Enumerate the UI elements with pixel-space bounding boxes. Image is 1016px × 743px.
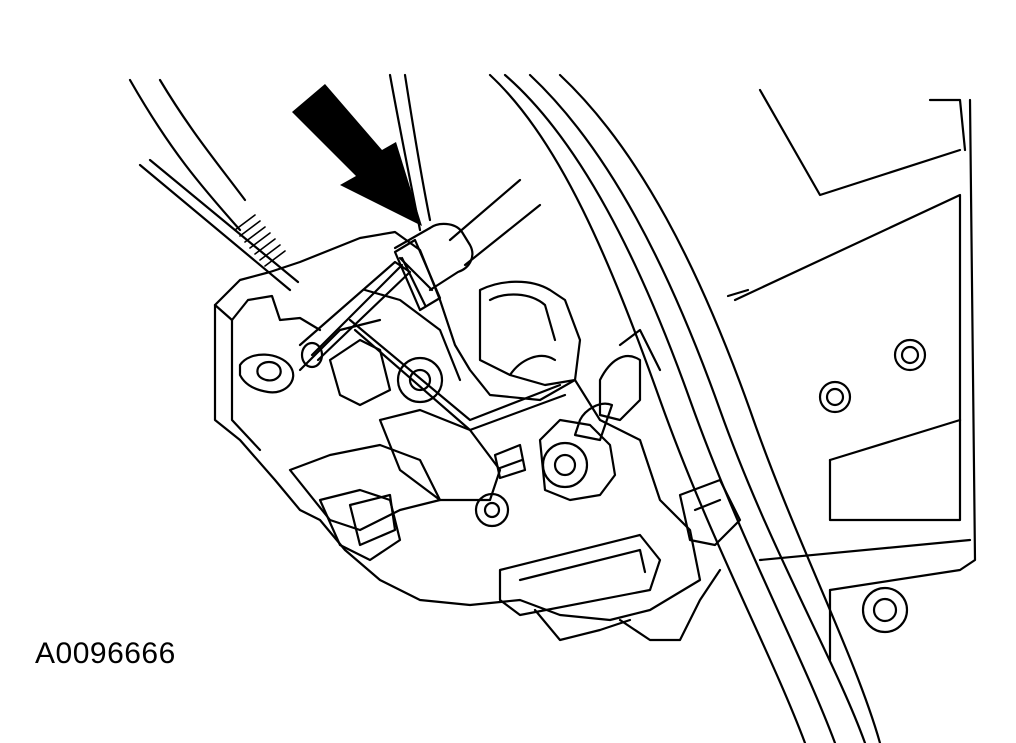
- upper-cable: [393, 178, 542, 292]
- release-rod: [138, 158, 300, 292]
- latch-body: [213, 230, 702, 622]
- panel-bolt-holes: [818, 338, 927, 634]
- pointer-arrow: [292, 84, 422, 226]
- rod-clip: [298, 238, 567, 432]
- door-frame-lines: [128, 73, 977, 743]
- lower-connector: [498, 328, 742, 642]
- figure-id-label: A0096666: [35, 637, 176, 670]
